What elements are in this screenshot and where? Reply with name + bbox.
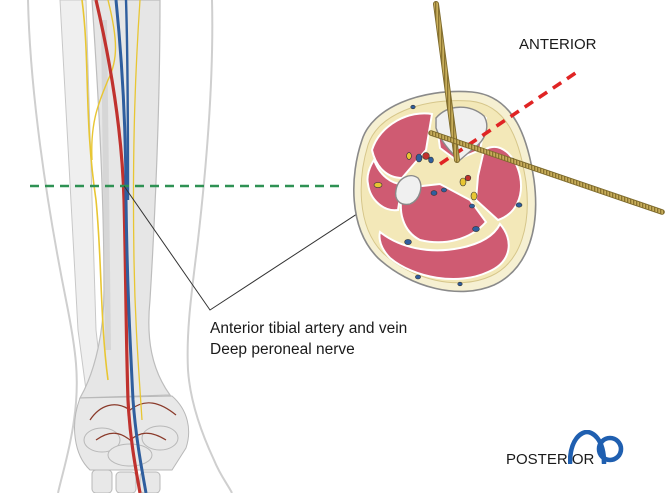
pins	[428, 1, 665, 215]
leg-illustration	[27, 0, 233, 494]
anterior-direction-line	[438, 68, 582, 166]
anterior-label: ANTERIOR	[519, 36, 597, 53]
ao-logo: AO	[568, 430, 624, 464]
superficial-peroneal-nerve	[81, 0, 109, 381]
fibula-section	[394, 174, 422, 206]
callout-line-nerve: Deep peroneal nerve	[210, 341, 355, 358]
posterior-deep-compartment	[399, 182, 488, 244]
leg-outline	[27, 0, 78, 494]
anterior-tibial-vein	[114, 0, 148, 494]
nerve-branch	[132, 0, 143, 421]
leg-outline-right	[186, 0, 233, 494]
anterior-tibial-vein-2	[124, 0, 130, 201]
anterior-tibial-artery	[94, 0, 142, 494]
posterior-superficial-compartment	[378, 222, 510, 281]
medial-muscle	[474, 146, 522, 222]
vessel-callout: Anterior tibial artery and vein Deep per…	[210, 318, 407, 360]
callout-line-artery-vein: Anterior tibial artery and vein	[210, 320, 408, 337]
ao-logo-o	[596, 435, 624, 463]
cross-section	[353, 90, 537, 293]
lateral-compartment	[366, 157, 404, 212]
callout-leader-line	[123, 177, 413, 311]
anterior-compartment	[370, 112, 434, 180]
saphenous-nerve	[91, 0, 117, 161]
